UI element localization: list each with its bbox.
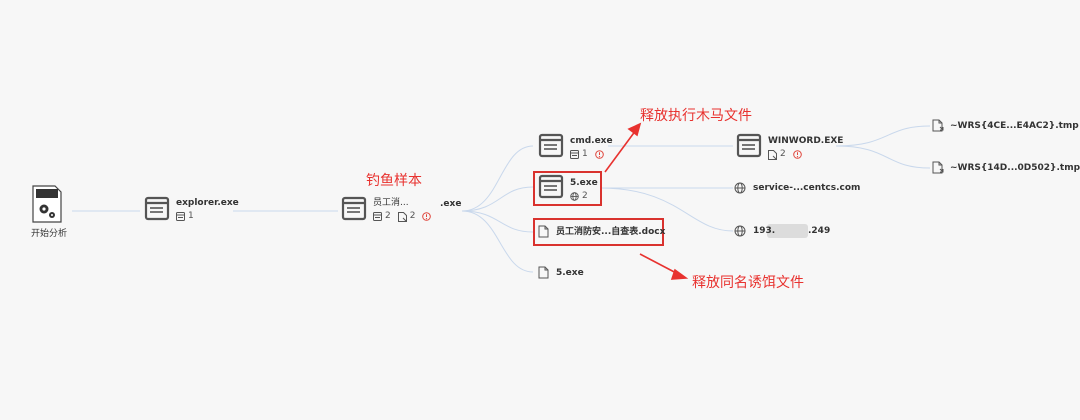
tree-edges [72,125,931,273]
five-file-node-label[interactable]: 5.exe [556,268,584,278]
exe-file-icon [32,185,62,223]
annotation-release-bait: 释放同名诱饵文件 [692,275,804,291]
annotation-arrows [604,122,689,280]
arrow-release-trojan [604,129,637,173]
five-file-icon [538,266,549,279]
cmd-node-label[interactable]: cmd.exe [570,136,613,146]
winword-node-stats: 2 [768,149,802,160]
cmd-node-stats: 1 [570,149,604,160]
root-node[interactable] [30,183,64,225]
alert-icon [594,150,604,159]
winword-file-count: 2 [780,149,786,159]
alert-icon [422,212,432,221]
ip-globe-icon [734,225,746,237]
tmp2-file-icon [932,161,944,174]
ip-node-label-tail[interactable]: .249 [808,226,831,236]
tmp1-node-label[interactable]: ~WRS{4CE...E4AC2}.tmp [950,121,1079,131]
parent-window-icon [341,196,367,221]
globe-icons [734,182,746,237]
docx-file-icon [538,225,549,238]
parent-node-stats: 2 2 [373,211,432,222]
parent-process-count: 2 [385,211,391,221]
file-count-icon [768,149,777,160]
explorer-node-label[interactable]: explorer.exe [176,198,239,208]
network-count-icon [570,192,579,201]
annotation-release-trojan: 释放执行木马文件 [640,108,752,124]
parent-node-label[interactable]: 员工消... [373,198,409,208]
file-icons [538,119,944,279]
five-exe-network-count: 2 [582,191,588,201]
domain-globe-icon [734,182,746,194]
alert-icon [792,150,802,159]
edge-winword-tmp1 [835,125,931,147]
process-count-icon [570,150,579,159]
explorer-node-stats: 1 [176,211,198,222]
parent-node-label-ext[interactable]: .exe [440,199,462,209]
process-count-icon [176,212,185,221]
edge-parent-5file [461,210,534,273]
domain-node-label[interactable]: service-...centcs.com [753,183,861,193]
edge-5exe-ip [599,187,734,232]
arrow-release-bait [639,253,681,276]
root-node-label: 开始分析 [31,229,68,239]
five-exe-node-stats: 2 [570,191,592,202]
winword-window-icon [736,133,762,158]
five-exe-node-label[interactable]: 5.exe [570,178,598,188]
annotation-phishing-sample: 钓鱼样本 [366,173,422,189]
highlight-box-docx [533,218,664,246]
cmd-process-count: 1 [582,149,588,159]
ip-redaction [767,224,808,238]
tmp2-node-label[interactable]: ~WRS{14D...0D502}.tmp [950,163,1080,173]
edge-parent-cmd [461,145,534,212]
edge-parent-docx [461,210,534,233]
file-count-icon [397,211,407,222]
explorer-process-count: 1 [188,211,194,221]
ip-node-label[interactable]: 193. [753,226,776,236]
arrowhead-release-bait [670,268,689,280]
tmp1-file-icon [932,119,944,132]
highlight-box-5exe [533,171,602,206]
docx-node-label[interactable]: 员工消防安...自查表.docx [556,227,666,237]
arrowhead-release-trojan [627,122,642,137]
edge-parent-5exe [461,186,534,212]
parent-file-count: 2 [409,211,416,221]
process-window-icons [144,133,762,221]
process-count-icon [373,212,382,221]
cmd-window-icon [538,133,564,158]
five-exe-window-icon [538,174,564,199]
winword-node-label[interactable]: WINWORD.EXE [768,136,844,146]
edge-winword-tmp2 [835,145,931,169]
explorer-window-icon [144,196,170,221]
